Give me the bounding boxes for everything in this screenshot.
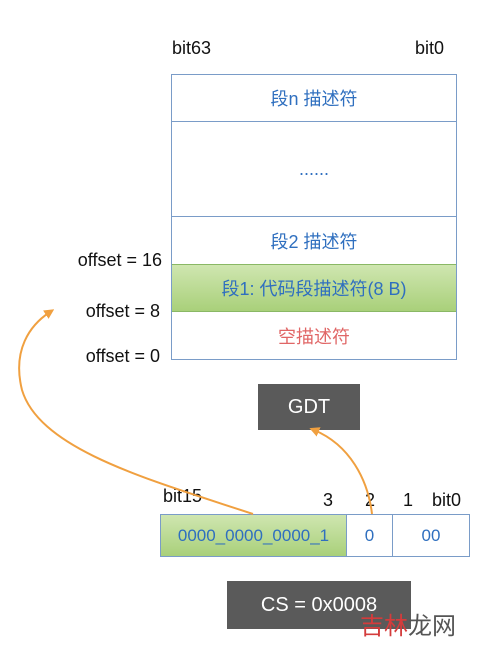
gdt-bit63-label: bit63 xyxy=(172,38,212,58)
gdt-bit0-label: bit0 xyxy=(415,38,445,58)
selector-rpl-field: 00 xyxy=(421,525,441,545)
segment-selector: 0000_0000_0000_1 0 00 xyxy=(160,514,470,557)
index-to-offset-arrow xyxy=(18,309,254,515)
ti-to-gdt-arrow xyxy=(309,427,373,515)
gdt-row-segment-n: 段n 描述符 xyxy=(172,75,456,122)
gdt-row-segment-2: 段2 描述符 xyxy=(270,231,358,252)
watermark-part2: 龙网 xyxy=(408,613,456,640)
selector-bit0-label: bit0 xyxy=(432,490,462,510)
selector-bit1-label: 1 xyxy=(403,490,414,510)
gdt-row-null-descriptor: 空描述符 xyxy=(278,326,350,347)
watermark: 吉林龙网 xyxy=(360,606,456,641)
offset-0-label: offset = 0 xyxy=(85,346,160,366)
watermark-part1: 吉林 xyxy=(360,613,408,640)
selector-ti-field: 0 xyxy=(347,515,393,556)
gdt-label-box: GDT xyxy=(258,384,360,430)
selector-index-field: 0000_0000_0000_1 xyxy=(161,515,347,556)
gdt-table: 段n 描述符 ...... 段2 描述符 段1: 代码段描述符(8 B) 空描述… xyxy=(171,74,457,360)
gdt-row-code-segment: 段1: 代码段描述符(8 B) xyxy=(172,264,456,312)
offset-16-label: offset = 16 xyxy=(77,250,162,270)
cs-register-box: CS = 0x0008 xyxy=(227,581,411,629)
selector-bit15-label: bit15 xyxy=(163,486,203,506)
gdt-row-ellipsis: ...... xyxy=(172,122,456,217)
offset-8-label: offset = 8 xyxy=(85,301,160,321)
selector-bit3-label: 3 xyxy=(323,490,334,510)
